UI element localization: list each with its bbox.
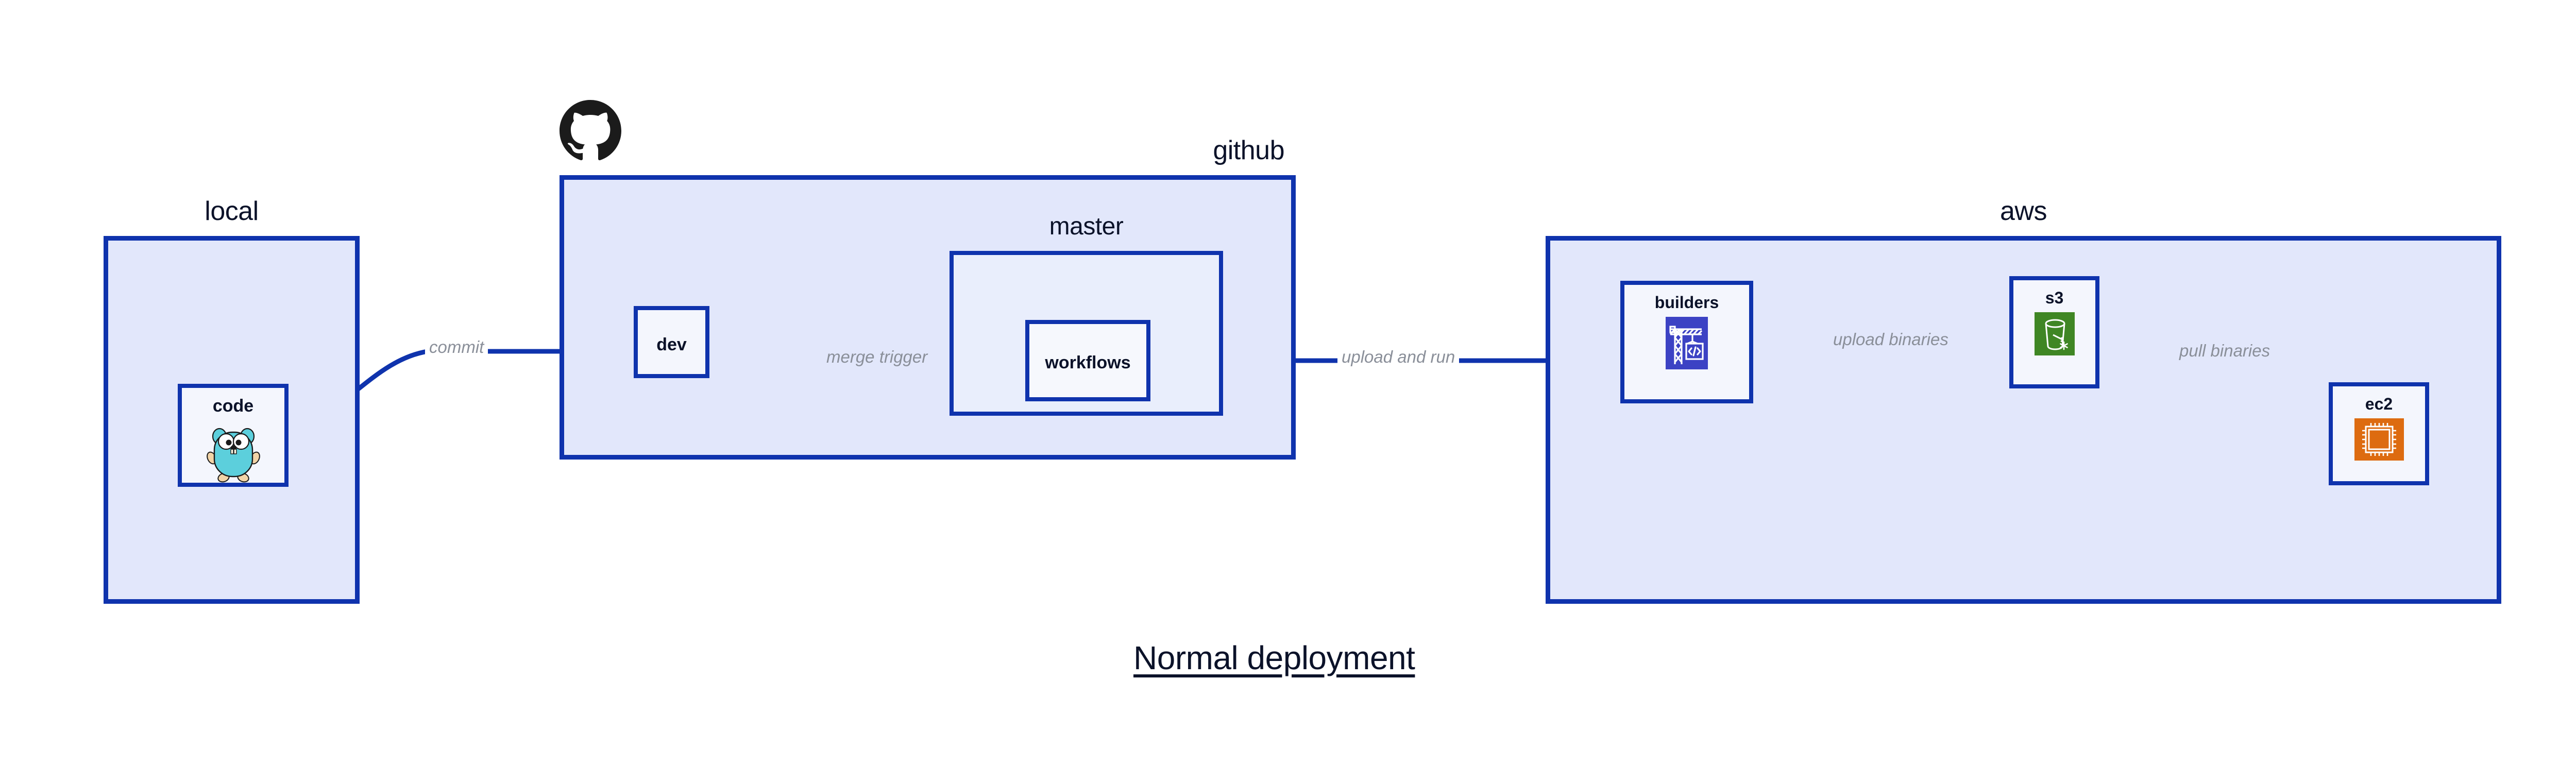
node-ec2[interactable]: ec2 [2329,382,2429,485]
edge-label-merge-trigger: merge trigger [822,347,932,367]
node-workflows[interactable]: workflows [1025,320,1150,401]
node-builders[interactable]: builders [1620,281,1753,403]
aws-codebuild-icon [1666,317,1708,369]
node-s3-label: s3 [2045,288,2064,307]
node-dev-label: dev [656,335,687,354]
aws-s3-bucket-icon [2034,312,2075,355]
edge-label-commit: commit [425,337,488,357]
aws-ec2-chip-icon [2354,418,2404,461]
node-workflows-label: workflows [1045,353,1131,372]
node-s3[interactable]: s3 [2009,276,2099,388]
edge-label-pull-binaries: pull binaries [2175,341,2275,361]
diagram-title: Normal deployment [1133,639,1415,676]
github-octocat-logo [560,100,621,162]
group-github-label: github [1213,135,1284,165]
subgroup-master-label: master [1049,213,1124,240]
go-gopher-icon [205,421,262,483]
node-builders-label: builders [1654,293,1719,312]
edge-label-upload-binaries: upload binaries [1829,330,1953,349]
group-local-label: local [205,196,259,226]
edge-label-upload-and-run: upload and run [1337,347,1460,367]
node-code-label: code [212,396,254,416]
node-dev[interactable]: dev [634,306,709,378]
group-aws-label: aws [2000,196,2047,226]
node-code[interactable]: code [178,384,289,487]
node-ec2-label: ec2 [2365,395,2393,413]
